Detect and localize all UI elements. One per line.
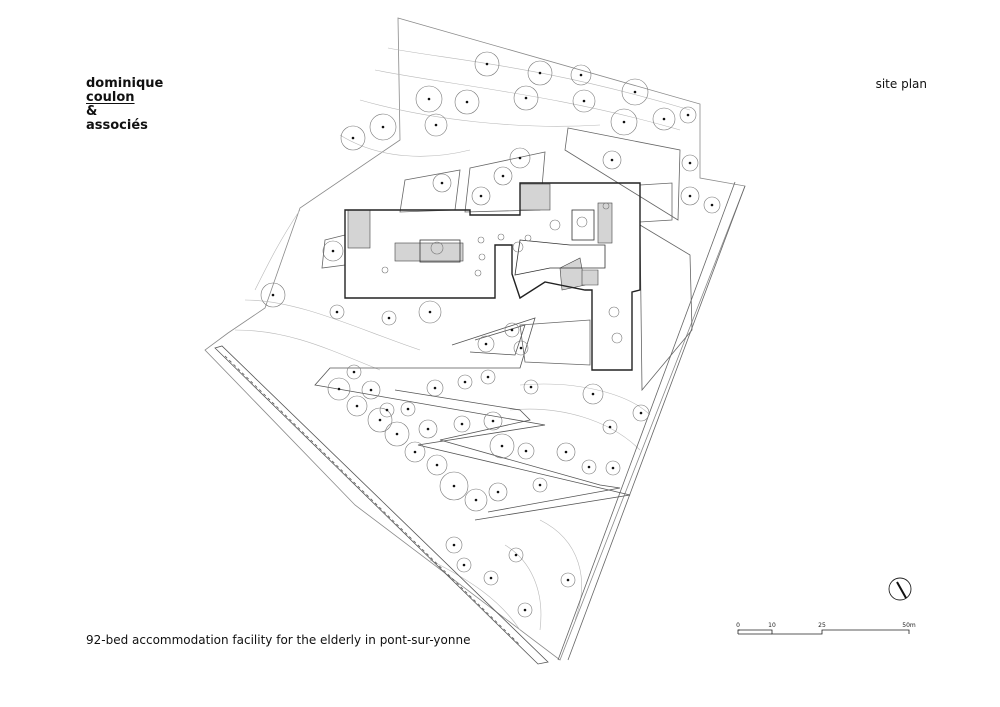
east-road bbox=[557, 181, 746, 661]
contour-lines bbox=[234, 47, 691, 631]
scale-label-25: 25 bbox=[818, 622, 826, 629]
office-name-line-3: & bbox=[86, 104, 98, 119]
scale-bar bbox=[737, 629, 910, 635]
garden-paths bbox=[314, 317, 631, 521]
scale-label-10: 10 bbox=[768, 622, 776, 629]
site-planters bbox=[321, 127, 693, 392]
main-building bbox=[344, 182, 641, 371]
office-name-line-4: associés bbox=[86, 118, 148, 133]
shaded-areas bbox=[347, 183, 613, 291]
site-boundary bbox=[204, 17, 746, 661]
sheet-title: site plan bbox=[875, 77, 927, 91]
north-arrow-icon bbox=[888, 577, 912, 601]
project-caption: 92-bed accommodation facility for the el… bbox=[86, 633, 471, 647]
courtyards bbox=[419, 209, 606, 276]
office-name-line-1: dominique bbox=[86, 76, 164, 91]
tree-centers bbox=[271, 62, 714, 612]
access-road bbox=[214, 345, 549, 665]
scale-label-50m: 50m bbox=[902, 622, 916, 629]
office-name-line-2: coulon bbox=[86, 90, 135, 105]
trees bbox=[260, 51, 721, 618]
scale-label-0: 0 bbox=[736, 622, 740, 629]
office-logo: dominique coulon & associés bbox=[86, 77, 163, 133]
